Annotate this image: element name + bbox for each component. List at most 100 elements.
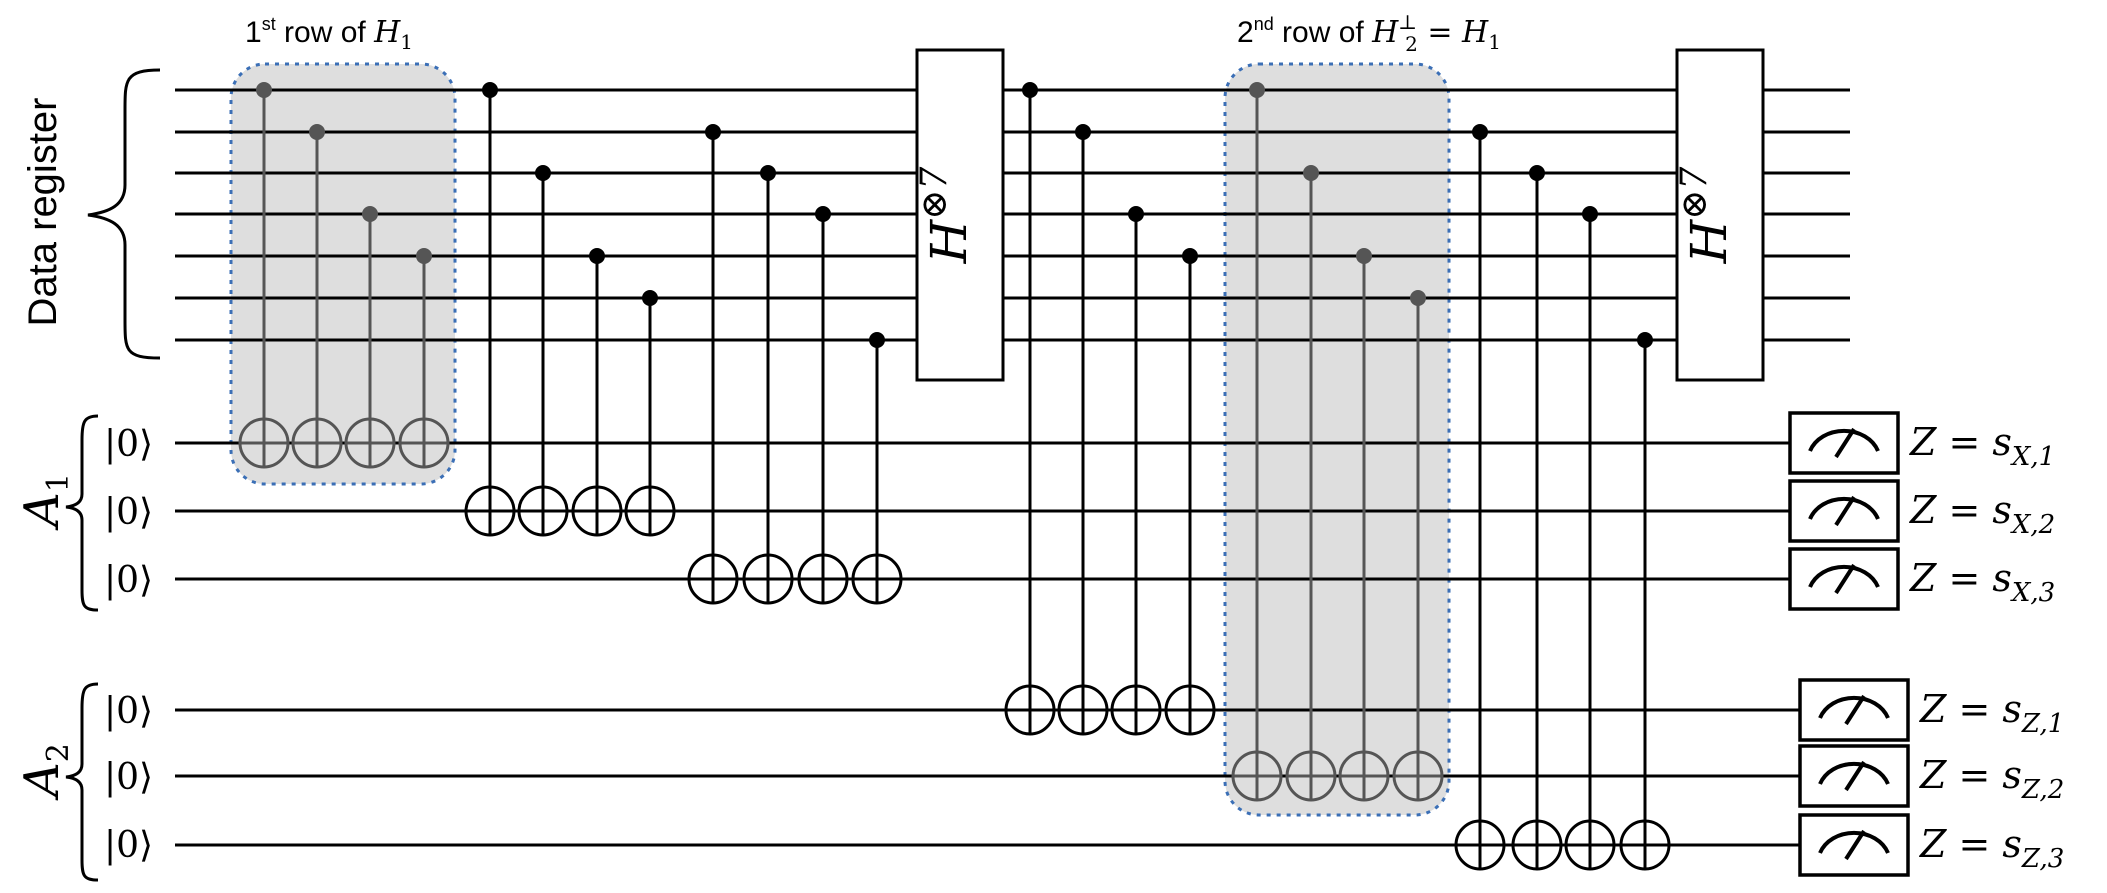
measurement-label: Z = sX,1 — [1909, 420, 2055, 472]
control-dot-icon — [869, 332, 885, 348]
highlight-box-first-row — [229, 62, 457, 486]
cnot-target-icon — [1231, 750, 1283, 802]
control-dot-icon — [482, 82, 498, 98]
meter-icon — [1818, 694, 1890, 726]
control-dot-icon — [362, 206, 378, 222]
ket-a2-1: |0⟩ — [104, 691, 153, 732]
cnot-gate-19 — [1338, 248, 1390, 802]
measurement-label: Z = sZ,2 — [1919, 753, 2064, 805]
cnot-target-icon — [1392, 750, 1444, 802]
measurement-2: Z = sX,2 — [1788, 479, 2055, 543]
control-dot-icon — [815, 206, 831, 222]
control-dot-icon — [309, 124, 325, 140]
cnot-gate-20 — [1392, 290, 1444, 802]
ket-a2-2: |0⟩ — [104, 757, 153, 798]
control-dot-icon — [1303, 165, 1319, 181]
control-dot-icon — [1022, 82, 1038, 98]
control-dot-icon — [1637, 332, 1653, 348]
control-dot-icon — [760, 165, 776, 181]
cnot-gate-8 — [624, 290, 676, 537]
measurement-label: Z = sZ,1 — [1919, 687, 2064, 739]
cnot-target-icon — [291, 417, 343, 469]
cnot-gate-13 — [1004, 82, 1056, 736]
cnot-gate-4 — [398, 248, 450, 469]
cnot-gate-23 — [1564, 206, 1616, 871]
control-dot-icon — [1356, 248, 1372, 264]
cnot-target-icon — [1164, 684, 1216, 736]
wires — [175, 88, 1850, 847]
highlight-box-second-row — [1223, 62, 1451, 817]
cnot-gate-1 — [238, 82, 290, 469]
cnot-target-icon — [398, 417, 450, 469]
cnot-target-icon — [1511, 819, 1563, 871]
measurement-5: Z = sZ,2 — [1798, 744, 2064, 808]
cnot-gate-10 — [742, 165, 794, 605]
control-dot-icon — [1410, 290, 1426, 306]
measurement-label: Z = sX,2 — [1909, 488, 2055, 540]
cnot-target-icon — [1338, 750, 1390, 802]
cnot-gate-22 — [1511, 165, 1563, 871]
measurement-1: Z = sX,1 — [1788, 411, 2055, 475]
hadamard-gate-1: H⊗7 — [914, 48, 1005, 382]
meter-icon — [1818, 760, 1890, 792]
hadamard-gate-2: H⊗7 — [1674, 48, 1765, 382]
cnot-target-icon — [344, 417, 396, 469]
cnot-target-icon — [1285, 750, 1337, 802]
a2-brace — [65, 682, 99, 882]
measurement-label: Z = sX,3 — [1909, 556, 2055, 608]
meter-icon — [1818, 829, 1890, 861]
cnot-target-icon — [517, 485, 569, 537]
a2-label: A2 — [14, 743, 76, 801]
cnot-gates — [238, 82, 1671, 871]
cnot-gate-5 — [464, 82, 516, 537]
ket-a2-3: |0⟩ — [104, 825, 153, 866]
data-register-brace — [87, 68, 161, 360]
cnot-target-icon — [1004, 684, 1056, 736]
control-dot-icon — [1249, 82, 1265, 98]
control-dot-icon — [642, 290, 658, 306]
cnot-target-icon — [624, 485, 676, 537]
cnot-gate-7 — [571, 248, 623, 537]
control-dot-icon — [256, 82, 272, 98]
measurements: Z = sX,1 Z = sX,2 Z = sX,3 Z = sZ,1 Z = sZ,2… — [1788, 411, 2064, 877]
control-dot-icon — [416, 248, 432, 264]
data-register-label: Data register — [21, 98, 65, 327]
cnot-gate-24 — [1619, 332, 1671, 871]
cnot-gate-9 — [687, 124, 739, 605]
cnot-target-icon — [1110, 684, 1162, 736]
cnot-gate-18 — [1285, 165, 1337, 802]
measurement-box — [1788, 479, 1900, 543]
measurement-3: Z = sX,3 — [1788, 547, 2055, 611]
control-dot-icon — [1529, 165, 1545, 181]
control-dot-icon — [1582, 206, 1598, 222]
annotation-second-row: 2nd row of H⊥2 = H1 — [1237, 10, 1501, 56]
measurement-box — [1788, 411, 1900, 475]
control-dot-icon — [1182, 248, 1198, 264]
control-dot-icon — [1472, 124, 1488, 140]
cnot-gate-12 — [851, 332, 903, 605]
cnot-gate-3 — [344, 206, 396, 469]
measurement-4: Z = sZ,1 — [1798, 678, 2064, 742]
cnot-gate-11 — [797, 206, 849, 605]
cnot-target-icon — [1564, 819, 1616, 871]
cnot-gate-15 — [1110, 206, 1162, 736]
cnot-target-icon — [1454, 819, 1506, 871]
cnot-target-icon — [851, 553, 903, 605]
cnot-target-icon — [742, 553, 794, 605]
cnot-gate-6 — [517, 165, 569, 537]
ket-a1-2: |0⟩ — [104, 492, 153, 533]
ket-a1-1: |0⟩ — [104, 424, 153, 465]
meter-icon — [1808, 495, 1880, 527]
cnot-target-icon — [238, 417, 290, 469]
hadamard-gate-1-label: H⊗7 — [914, 167, 978, 265]
hadamard-gate-2-label: H⊗7 — [1674, 167, 1738, 265]
cnot-target-icon — [797, 553, 849, 605]
ket-a1-3: |0⟩ — [104, 560, 153, 601]
control-dot-icon — [589, 248, 605, 264]
cnot-gate-16 — [1164, 248, 1216, 736]
control-dot-icon — [535, 165, 551, 181]
cnot-target-icon — [1057, 684, 1109, 736]
cnot-target-icon — [687, 553, 739, 605]
cnot-gate-2 — [291, 124, 343, 469]
